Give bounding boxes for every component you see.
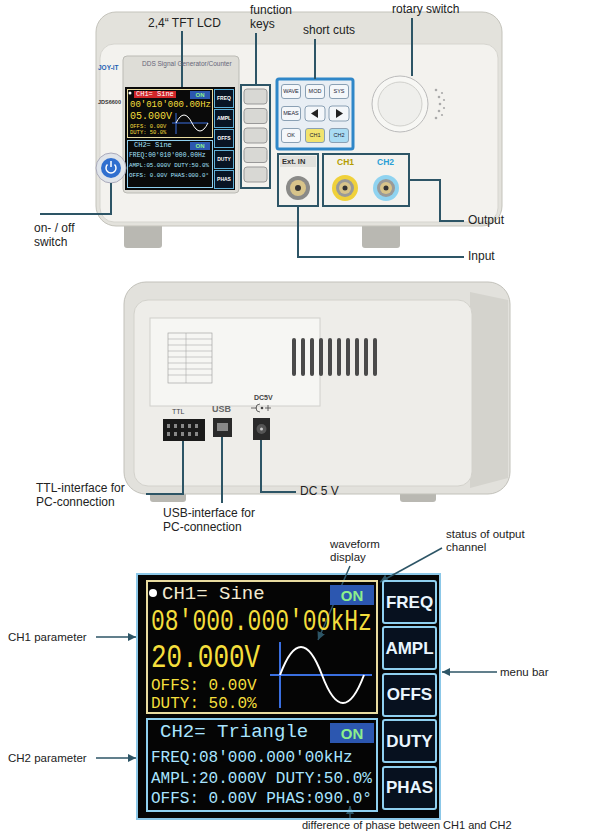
screen-text: FREQ:00'010'000.00Hz xyxy=(129,153,206,159)
shortcut-button: CH2 xyxy=(329,128,349,143)
menu-button: FREQ xyxy=(382,580,437,624)
status-badge: ON xyxy=(330,723,374,743)
callout-label: menu bar xyxy=(500,666,549,679)
screen-text: DUTY: 50.0% xyxy=(130,130,166,136)
screen-text: OFFS: 0.00V PHAS:000.0° xyxy=(129,173,209,179)
screen-text: CH2= Sine xyxy=(134,142,172,149)
button-label: CH2 xyxy=(333,133,344,139)
shortcut-button: WAVE xyxy=(281,84,301,99)
menu-button: DUTY xyxy=(214,150,234,169)
screen-text: 08'000.000'00kHz xyxy=(151,608,372,638)
callout-label: status of output channel xyxy=(446,528,546,554)
button-label: MEAS xyxy=(283,111,299,117)
port-label: CH2 xyxy=(377,158,394,167)
channel-panel: CH2= TriangleFREQ:08'000.000'00kHzAMPL:2… xyxy=(146,718,378,812)
callout-label: waveform display xyxy=(330,538,400,564)
screen-text: CH2= Triangle xyxy=(160,723,308,742)
menu-button: DUTY xyxy=(382,719,437,763)
screen-text: OFFS: 0.00V xyxy=(151,678,257,694)
screen-text: 20.000V xyxy=(151,642,260,675)
shortcut-button: SYS xyxy=(329,84,349,99)
callout-arrow xyxy=(96,548,497,818)
callout-label: DC 5 V xyxy=(300,485,339,498)
menu-label: PHAS xyxy=(386,779,433,796)
device-title: DDS Signal Generator/Counter xyxy=(142,60,232,67)
port-label: USB xyxy=(212,405,231,415)
port-label: DC5V xyxy=(254,394,273,402)
brand-logo: JOY-iT xyxy=(98,64,119,71)
status-text: ON xyxy=(341,588,364,603)
menu-label: DUTY xyxy=(217,157,231,162)
menu-label: OFFS xyxy=(217,136,230,141)
menu-label: AMPL xyxy=(385,640,433,657)
screen-text: CH1= Sine xyxy=(134,91,176,98)
status-badge: ON xyxy=(190,91,210,99)
callout-label: on- / off switch xyxy=(34,221,96,249)
shortcut-button: CH1 xyxy=(305,128,325,143)
callout-label: USB-interface for PC-connection xyxy=(163,506,273,534)
shortcut-button: MOD xyxy=(305,84,325,99)
callout-label: short cuts xyxy=(303,24,355,37)
callout-label: 2,4“ TFT LCD xyxy=(148,17,221,30)
menu-button: AMPL xyxy=(214,109,234,128)
port-label: Ext. IN xyxy=(282,158,305,166)
status-badge: ON xyxy=(330,585,374,605)
menu-button: PHAS xyxy=(214,170,234,189)
leader-line xyxy=(40,18,464,503)
menu-label: OFFS xyxy=(387,686,432,703)
callout-label: difference of phase between CH1 and CH2 xyxy=(302,819,512,831)
model-name: JDS6600 xyxy=(98,99,121,105)
screen-text: 05.000V xyxy=(130,112,172,122)
shortcut-button: OK xyxy=(281,128,301,143)
port-label: CH1 xyxy=(337,158,354,167)
shortcut-button: MEAS xyxy=(281,106,301,121)
button-label: CH1 xyxy=(309,133,320,139)
back-device xyxy=(124,282,510,502)
menu-button: AMPL xyxy=(382,626,437,670)
screen-text: 00'010'000.00Hz xyxy=(130,101,211,110)
callout-label: TTL-interface for PC-connection xyxy=(36,481,144,509)
callout-label: CH2 parameter xyxy=(8,752,87,765)
callout-label: rotary switch xyxy=(392,3,459,16)
menu-label: FREQ xyxy=(386,594,433,611)
menu-label: FREQ xyxy=(217,96,231,101)
channel-panel: CH1= Sine 08'000.000'00kHz 20.000V OFFS: 0.… xyxy=(146,580,378,714)
status-text: ON xyxy=(341,726,364,741)
status-badge: ON xyxy=(190,142,210,150)
callout-label: Input xyxy=(468,250,495,263)
screen-text: OFFS: 0.00V PHAS:090.0° xyxy=(151,791,372,807)
button-label: SYS xyxy=(333,89,344,95)
screen-text: FREQ:08'000.000'00kHz xyxy=(151,750,353,766)
callout-label: function keys xyxy=(250,3,306,31)
menu-button: OFFS xyxy=(382,673,437,717)
menu-button: FREQ xyxy=(214,89,234,108)
screen-text: CH1= Sine xyxy=(162,585,265,604)
status-text: ON xyxy=(196,143,205,149)
screen-text: AMPL:05.000V DUTY:50.0% xyxy=(129,163,209,169)
menu-label: PHAS xyxy=(217,177,231,182)
button-label: OK xyxy=(287,133,295,139)
menu-label: DUTY xyxy=(386,733,432,750)
menu-button: PHAS xyxy=(382,766,437,810)
screen-detail xyxy=(137,574,440,819)
port-label: TTL xyxy=(172,408,184,416)
callout-label: CH1 parameter xyxy=(8,631,87,644)
button-label: MOD xyxy=(309,89,322,95)
menu-label: AMPL xyxy=(217,116,231,121)
status-text: ON xyxy=(196,92,205,98)
channel-panel: CH2= SineFREQ:00'010'000.00HzAMPL:05.000… xyxy=(127,140,213,188)
button-label: WAVE xyxy=(283,89,299,95)
screen-text: OFFS: 0.00V xyxy=(130,124,166,130)
channel-panel: CH1= Sine 00'010'000.00Hz 05.000V OFFS: 0.0… xyxy=(127,89,213,138)
callout-label: Output xyxy=(468,214,504,227)
screen-text: AMPL:20.000V DUTY:50.0% xyxy=(151,771,372,787)
menu-button: OFFS xyxy=(214,129,234,148)
screen-text: DUTY: 50.0% xyxy=(151,696,257,712)
